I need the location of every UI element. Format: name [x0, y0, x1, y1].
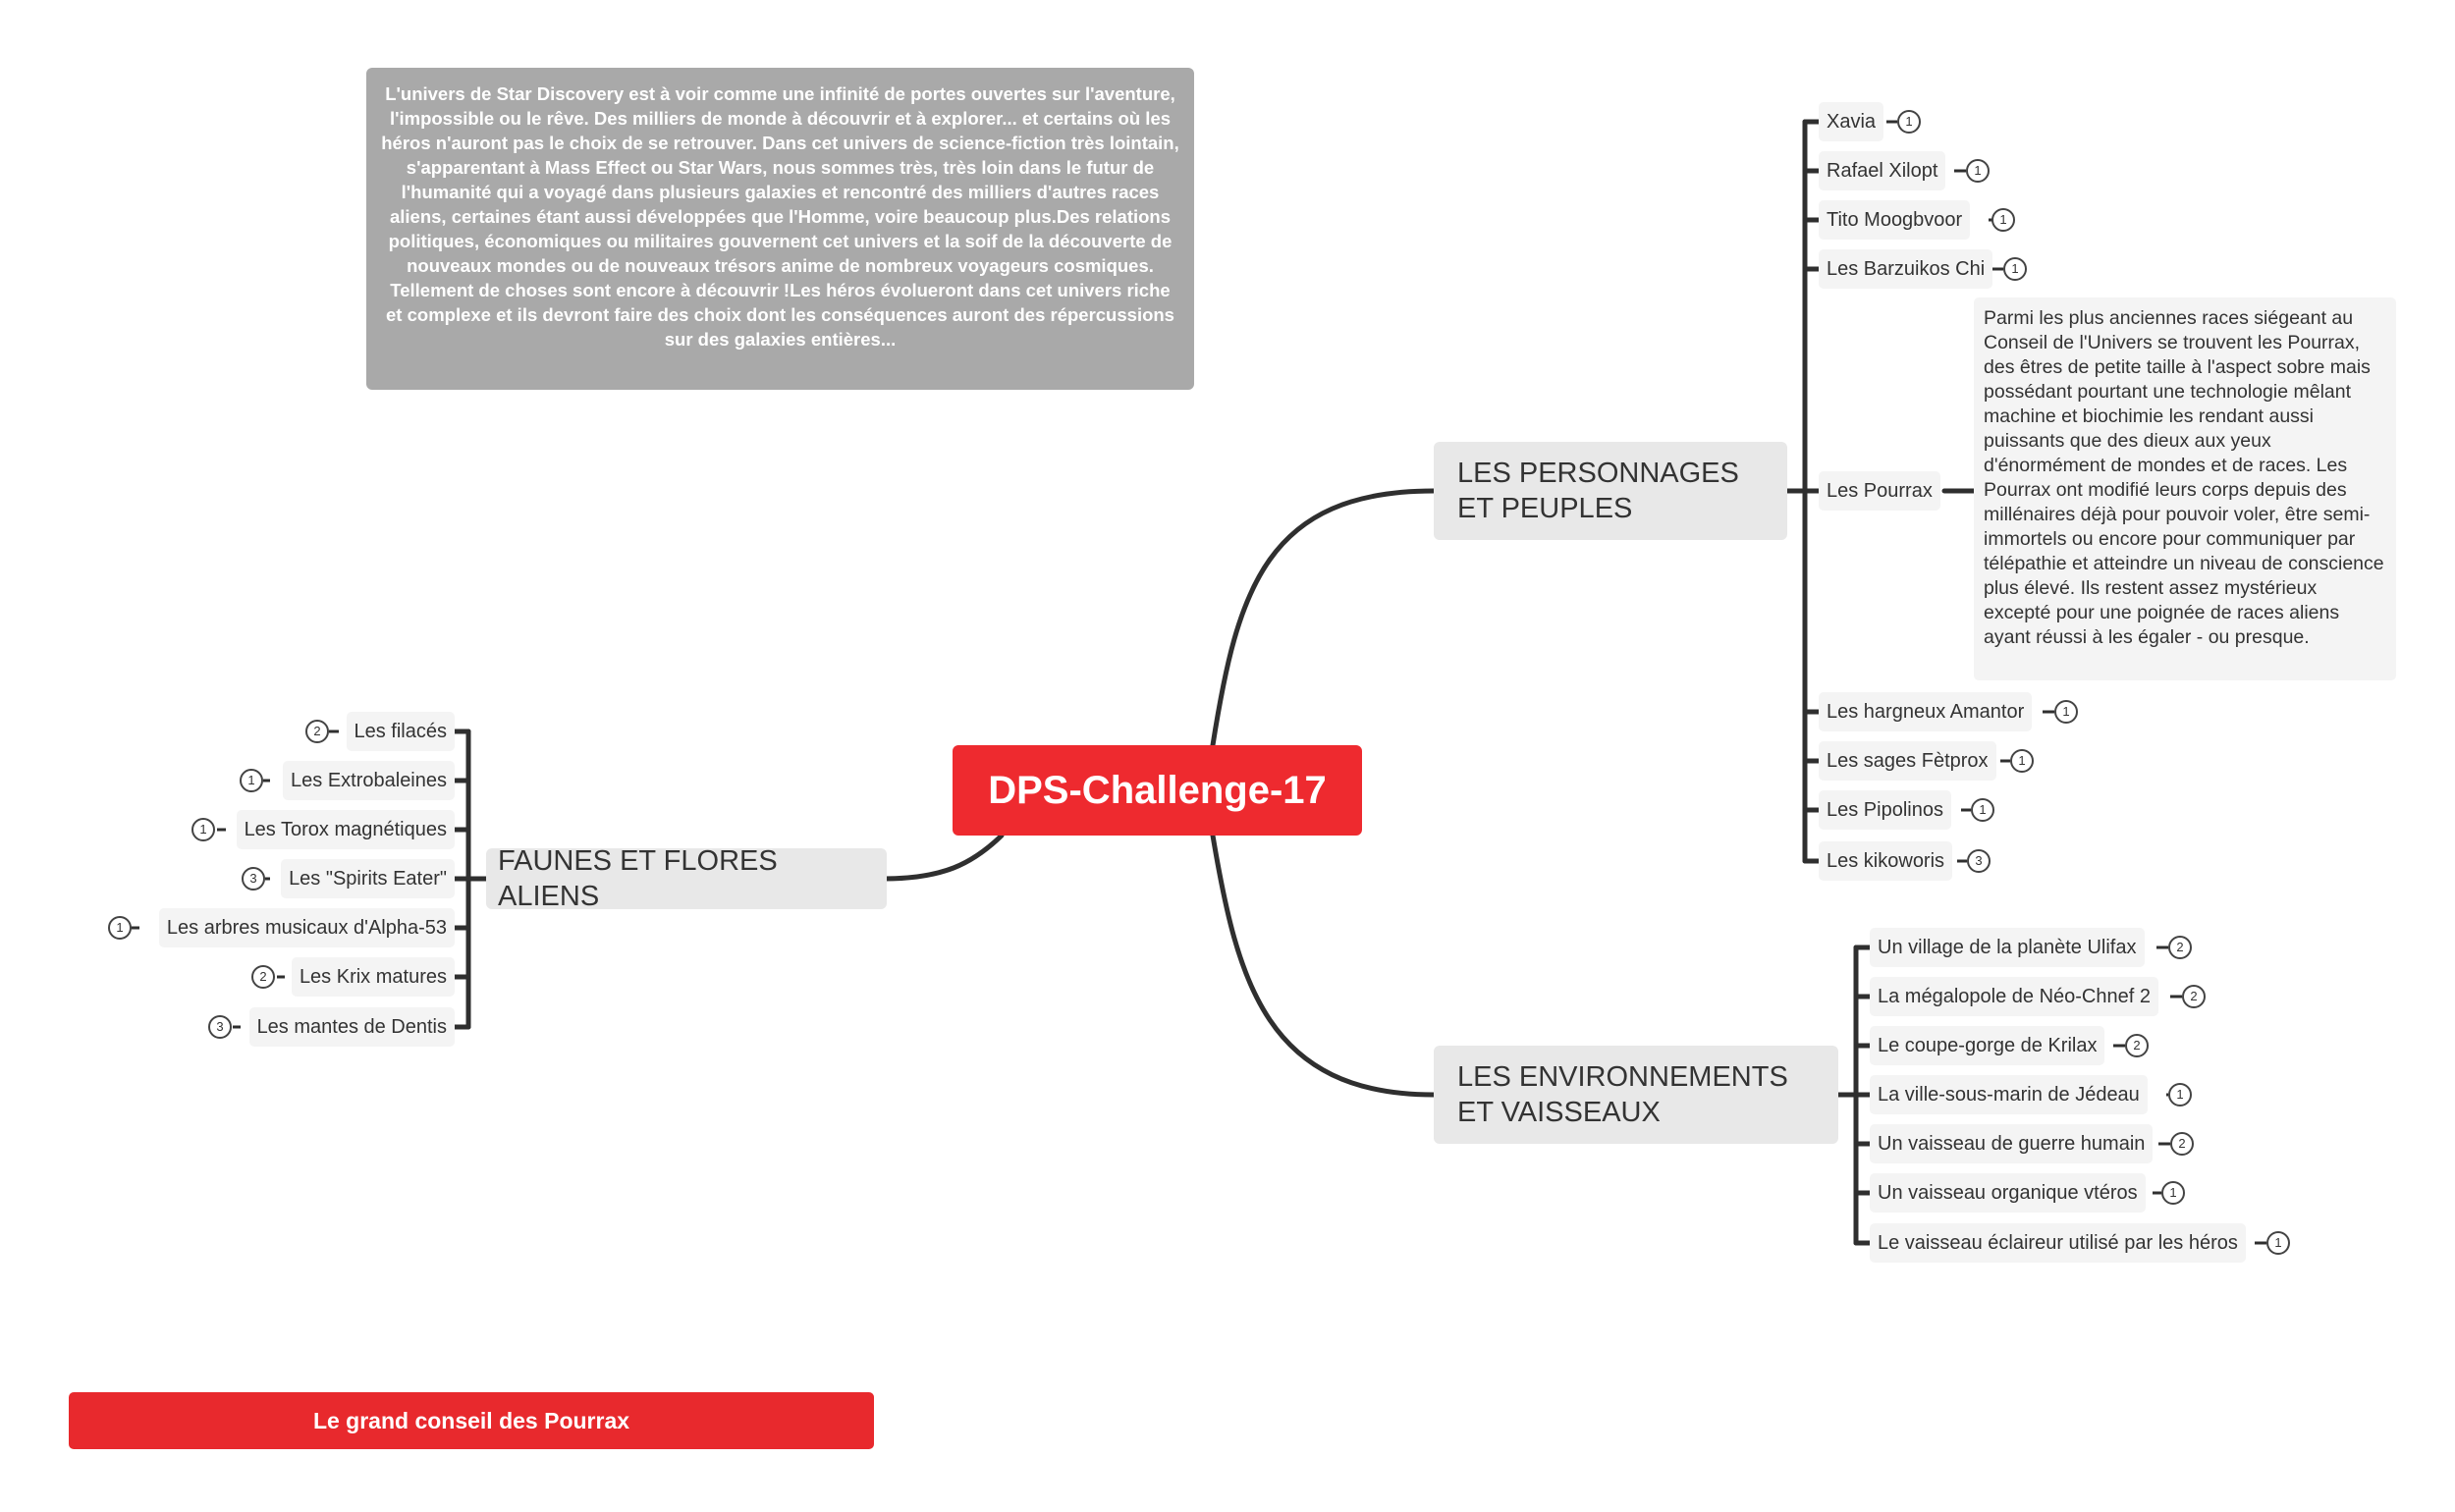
- branch-faunes-label: FAUNES ET FLORES ALIENS: [498, 845, 778, 912]
- badge-count-barzuikos[interactable]: 1: [2003, 257, 2027, 281]
- intro-note: L'univers de Star Discovery est à voir c…: [366, 68, 1194, 390]
- leaf-hargneux-amantor[interactable]: Les hargneux Amantor: [1819, 692, 2033, 731]
- leaf-sages-fetprox[interactable]: Les sages Fètprox: [1819, 741, 1996, 781]
- badge-count-xavia[interactable]: 1: [1897, 110, 1921, 134]
- badge-count-amantor[interactable]: 1: [2054, 700, 2078, 724]
- leaf-pourrax[interactable]: Les Pourrax: [1819, 471, 1940, 511]
- branch-environnements-vaisseaux[interactable]: LES ENVIRONNEMENTS ET VAISSEAUX: [1434, 1046, 1838, 1144]
- leaf-xavia[interactable]: Xavia: [1819, 102, 1884, 141]
- leaf-megalopole-neo-chnef[interactable]: La mégalopole de Néo-Chnef 2: [1870, 977, 2158, 1016]
- badge-count-vteros[interactable]: 1: [2161, 1181, 2185, 1205]
- connector-faunes: [881, 833, 1005, 882]
- badge-count-spirits-eater[interactable]: 3: [242, 867, 265, 891]
- leaf-vaisseau-guerre-humain[interactable]: Un vaisseau de guerre humain: [1870, 1124, 2154, 1163]
- badge-count-torox[interactable]: 1: [191, 818, 215, 841]
- badge-count-ulifax[interactable]: 2: [2168, 936, 2192, 959]
- badge-count-extrobaleines[interactable]: 1: [240, 769, 263, 792]
- leaf-vaisseau-eclaireur[interactable]: Le vaisseau éclaireur utilisé par les hé…: [1870, 1223, 2246, 1263]
- leaf-barzuikos-chi[interactable]: Les Barzuikos Chi: [1819, 249, 1993, 289]
- branch-personnages-label: LES PERSONNAGES ET PEUPLES: [1457, 458, 1739, 524]
- leaf-arbres-musicaux[interactable]: Les arbres musicaux d'Alpha-53: [158, 908, 455, 947]
- leaf-village-ulifax[interactable]: Un village de la planète Ulifax: [1870, 928, 2145, 967]
- leaf-torox-magnetiques[interactable]: Les Torox magnétiques: [236, 810, 455, 849]
- leaf-filaces[interactable]: Les filacés: [346, 712, 455, 751]
- branch-environnements-label: LES ENVIRONNEMENTS ET VAISSEAUX: [1457, 1061, 1788, 1128]
- badge-count-pipolinos[interactable]: 1: [1971, 798, 1994, 822]
- leaf-rafael-xilopt[interactable]: Rafael Xilopt: [1819, 151, 1946, 190]
- connector-personnages: [1210, 488, 1437, 748]
- leaf-pipolinos[interactable]: Les Pipolinos: [1819, 790, 1951, 830]
- leaf-coupe-gorge-krilax[interactable]: Le coupe-gorge de Krilax: [1870, 1026, 2105, 1065]
- badge-count-rafael[interactable]: 1: [1966, 159, 1990, 183]
- leaf-krix-matures[interactable]: Les Krix matures: [291, 957, 455, 997]
- badge-count-eclaireur[interactable]: 1: [2266, 1231, 2290, 1255]
- pourrax-note: Parmi les plus anciennes races siégeant …: [1974, 297, 2396, 680]
- central-topic[interactable]: DPS-Challenge-17: [953, 745, 1362, 836]
- badge-count-arbres[interactable]: 1: [108, 916, 132, 940]
- badge-count-kikoworis[interactable]: 3: [1967, 849, 1991, 873]
- leaf-extrobaleines[interactable]: Les Extrobaleines: [283, 761, 455, 800]
- badge-count-mantes[interactable]: 3: [208, 1015, 232, 1039]
- leaf-spirits-eater[interactable]: Les "Spirits Eater": [281, 859, 455, 898]
- leaf-kikoworis[interactable]: Les kikoworis: [1819, 841, 1953, 881]
- leaf-vaisseau-organique-vteros[interactable]: Un vaisseau organique vtéros: [1870, 1173, 2146, 1213]
- badge-count-jedeau[interactable]: 1: [2168, 1083, 2192, 1107]
- badge-count-krix[interactable]: 2: [251, 965, 275, 989]
- leaf-tito-moogbvoor[interactable]: Tito Moogbvoor: [1819, 200, 1971, 240]
- leaf-mantes-dentis[interactable]: Les mantes de Dentis: [248, 1007, 455, 1047]
- leaf-ville-sous-marin-jedeau[interactable]: La ville-sous-marin de Jédeau: [1870, 1075, 2148, 1114]
- badge-count-vaisseau-guerre[interactable]: 2: [2170, 1132, 2194, 1156]
- connector-environnements: [1210, 833, 1437, 1098]
- badge-count-filaces[interactable]: 2: [305, 720, 329, 743]
- badge-count-neo-chnef[interactable]: 2: [2182, 985, 2206, 1008]
- badge-count-tito[interactable]: 1: [1991, 208, 2015, 232]
- footer-label-bar[interactable]: Le grand conseil des Pourrax: [69, 1392, 874, 1449]
- badge-count-fetprox[interactable]: 1: [2010, 749, 2034, 773]
- branch-personnages-peuples[interactable]: LES PERSONNAGES ET PEUPLES: [1434, 442, 1787, 540]
- branch-faunes-flores[interactable]: FAUNES ET FLORES ALIENS: [486, 845, 887, 912]
- badge-count-krilax[interactable]: 2: [2125, 1034, 2149, 1057]
